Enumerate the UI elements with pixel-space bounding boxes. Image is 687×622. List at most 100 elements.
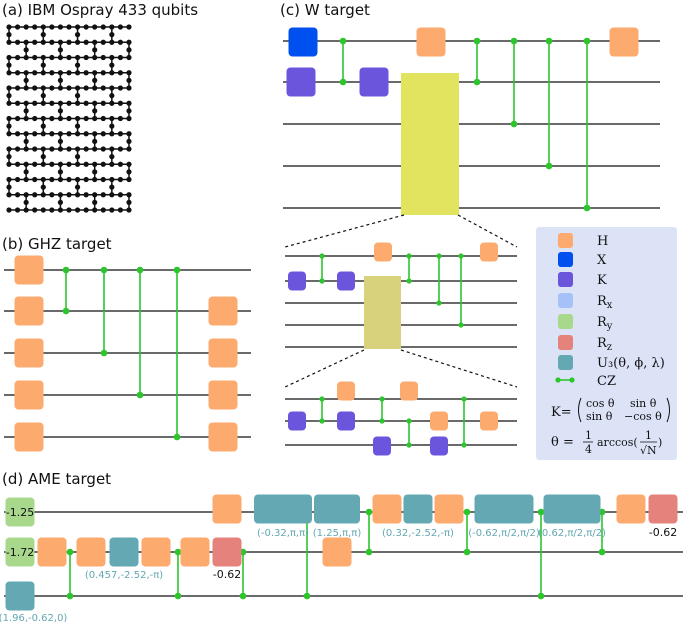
theta-inner-bot: √N (640, 444, 657, 457)
qubit-node (74, 154, 81, 160)
h-gate (434, 494, 464, 524)
qubit-node (57, 161, 64, 167)
qubit-node (6, 184, 12, 190)
qubit-node (40, 54, 46, 61)
zoom-line (284, 349, 365, 388)
qubit-node (6, 146, 12, 152)
cz-dot (598, 548, 606, 556)
qubit-node (57, 169, 64, 175)
qubit-node (32, 176, 38, 183)
h-gate (400, 381, 418, 401)
qubit-node (109, 70, 115, 76)
qubit-node (40, 154, 46, 160)
theta-close: ) (658, 436, 662, 449)
h-gate (616, 494, 646, 524)
qubit-node (126, 39, 132, 45)
k-left-paren (578, 397, 582, 423)
qubit-node (100, 207, 106, 213)
qubit-node (83, 115, 89, 122)
h-gate (14, 338, 44, 368)
qubit-node (49, 192, 55, 198)
h-gate (141, 537, 171, 567)
u3-gate (5, 581, 35, 611)
qubit-node (126, 207, 132, 213)
w-recursive-block (401, 73, 459, 215)
qubit-node (6, 161, 12, 167)
qubit-node (83, 176, 89, 183)
qubit-node (14, 39, 21, 45)
qubit-node (109, 161, 115, 167)
qubit-node (23, 47, 29, 53)
qubit-node (126, 131, 132, 137)
subcircuit-blocks (284, 73, 518, 388)
h-gate (208, 422, 238, 452)
k-gate (337, 271, 355, 291)
zoom-line (457, 214, 518, 248)
qubit-node (109, 100, 115, 106)
qubit-node (32, 85, 38, 91)
qubit-node (117, 161, 124, 167)
qubit-node (40, 32, 46, 38)
qubit-node (117, 54, 124, 61)
qubit-node (66, 70, 72, 76)
cz-dot (339, 37, 347, 45)
qubit-node (100, 115, 106, 122)
cz-dot (379, 396, 385, 402)
qubit-node (83, 192, 89, 198)
qubit-node (109, 146, 115, 152)
qubit-node (57, 199, 64, 205)
qubit-node (92, 115, 98, 122)
qubit-node (83, 54, 89, 61)
h-gate (208, 338, 238, 368)
legend-cz-dot (555, 377, 561, 383)
theta-inner-top: 1 (645, 429, 652, 442)
qubit-node (83, 131, 89, 137)
qubit-node (126, 77, 132, 83)
qubit-node (117, 131, 124, 137)
u3-param-label: (-0.32,π,π) (257, 528, 309, 539)
qubit-node (92, 138, 98, 144)
qubit-node (109, 176, 115, 183)
qubit-node (32, 39, 38, 45)
cz-dot (339, 78, 347, 86)
cz-dot (510, 120, 518, 128)
qubit-node (57, 47, 64, 53)
qubit-node (23, 199, 29, 205)
qubit-node (23, 146, 29, 152)
qubit-node (74, 123, 81, 129)
qubit-node (100, 161, 106, 167)
qubit-node (23, 24, 29, 30)
qubit-node (100, 146, 106, 152)
qubit-node (32, 54, 38, 61)
qubit-node (126, 85, 132, 91)
qubit-node (74, 207, 81, 213)
qubit-node (32, 146, 38, 152)
qubit-node (74, 24, 81, 30)
qubit-node (74, 131, 81, 137)
qubit-node (40, 85, 46, 91)
ry-angle-label: -1.25 (6, 506, 34, 519)
qubit-node (49, 207, 55, 213)
qubit-node (32, 70, 38, 76)
qubit-node (40, 39, 46, 45)
qubit-node (32, 24, 38, 30)
qubit-node (74, 184, 81, 190)
qubit-node (66, 100, 72, 106)
u3-gate (254, 494, 312, 524)
qubit-node (83, 85, 89, 91)
qubit-node (40, 207, 46, 213)
qubit-node (6, 207, 12, 213)
cz-dot (406, 253, 412, 259)
h-gate (208, 296, 238, 326)
cz-dot (173, 266, 181, 274)
qubit-node (6, 85, 12, 91)
qubit-node (126, 138, 132, 144)
qubit-node (23, 176, 29, 183)
qubit-node (100, 24, 106, 30)
qubit-node (100, 70, 106, 76)
qubit-node (23, 70, 29, 76)
cz-dot (463, 548, 471, 556)
h-gate (14, 422, 44, 452)
cz-dot (173, 433, 181, 441)
cz-dot (365, 548, 373, 556)
